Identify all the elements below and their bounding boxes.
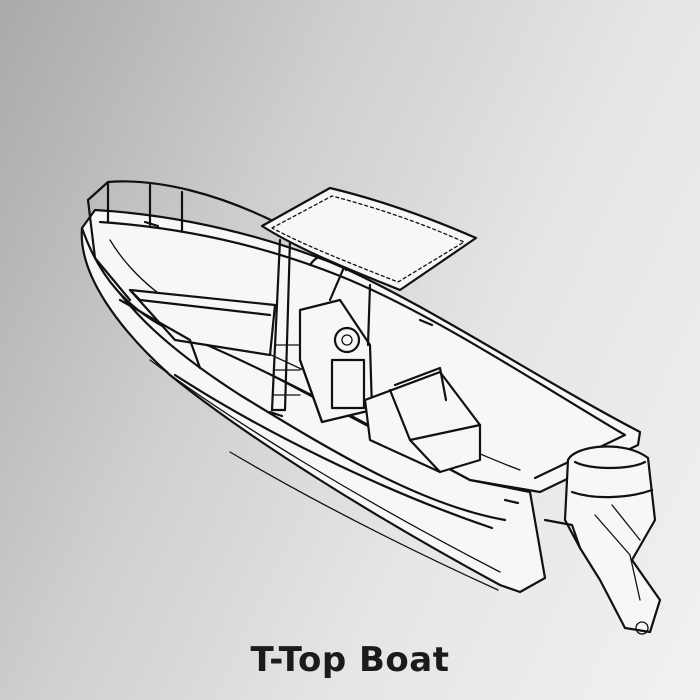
t-top-canopy — [260, 186, 478, 292]
steering-wheel — [333, 326, 361, 354]
t-top-boat-illustration — [80, 180, 662, 635]
hull — [80, 226, 547, 594]
outboard-motor — [563, 445, 662, 634]
t-top-frame — [270, 238, 282, 412]
hull-stripe — [173, 373, 494, 530]
side-rail — [118, 298, 202, 370]
console-door — [330, 358, 366, 410]
bow-rail — [86, 180, 277, 224]
hull-chine — [149, 359, 501, 573]
caption: T-Top Boat — [250, 640, 450, 680]
